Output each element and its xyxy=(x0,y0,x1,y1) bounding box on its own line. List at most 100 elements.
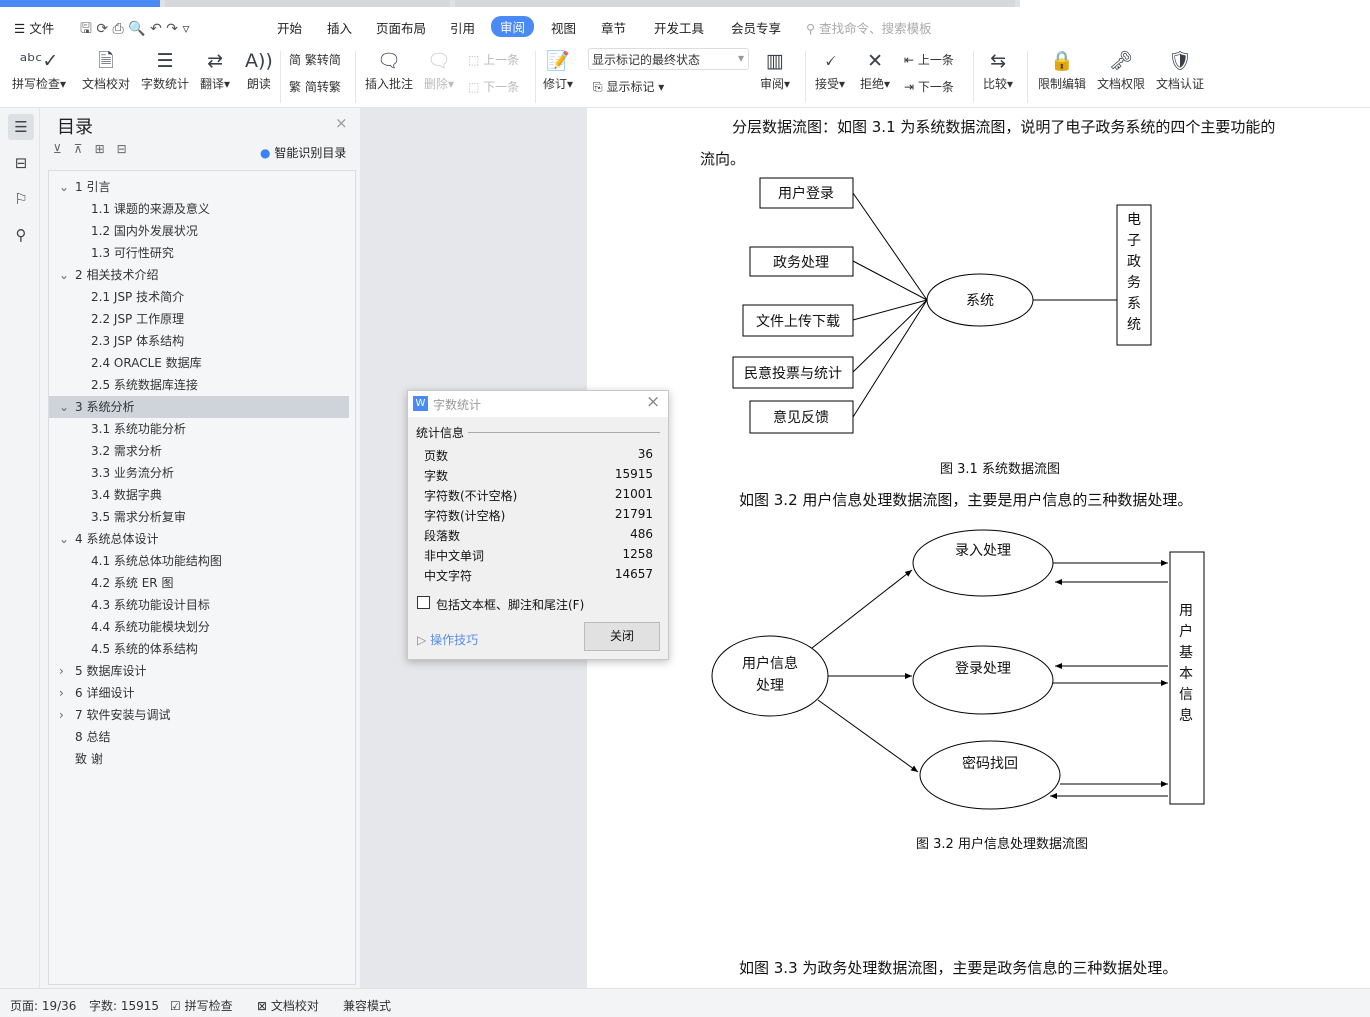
toc-item[interactable]: ⌄1 引言 xyxy=(49,176,349,198)
toc-item[interactable]: ›7 软件安装与调试 xyxy=(49,704,349,726)
file-menu[interactable]: ☰ 文件 xyxy=(14,21,55,36)
toc-item[interactable]: 3.4 数据字典 xyxy=(49,484,349,506)
toc-item[interactable]: ⌄ 4 系统总体设计 xyxy=(49,528,349,550)
word-count-status[interactable]: 字数: 15915 xyxy=(89,999,160,1013)
tab-developer[interactable]: 开发工具 xyxy=(654,21,705,36)
chevron-down-icon[interactable]: ⌄ xyxy=(59,268,70,282)
tab-member[interactable]: 会员专享 xyxy=(731,21,782,36)
accept-button[interactable]: 🗸接受▾ xyxy=(815,47,845,92)
word-count-button[interactable]: ☰字数统计 xyxy=(141,47,189,92)
toc-item-label: 4 系统总体设计 xyxy=(75,532,159,546)
toc-item[interactable]: 4.1 系统总体功能结构图 xyxy=(49,550,349,572)
doc-certify-button[interactable]: 🛡文档认证 xyxy=(1156,47,1204,92)
toc-item[interactable]: 1.1 课题的来源及意义 xyxy=(49,198,349,220)
toc-item[interactable]: 3.1 系统功能分析 xyxy=(49,418,349,440)
insert-comment-button[interactable]: 🗨插入批注 xyxy=(365,47,413,92)
doc-permission-button[interactable]: 🗝文档权限 xyxy=(1097,47,1145,92)
trad-to-simp-button[interactable]: 简 繁转简 xyxy=(289,51,341,68)
bookmark-icon[interactable]: ⚐ xyxy=(14,190,28,208)
next-change-button[interactable]: ⇥ 下一条 xyxy=(904,78,954,95)
tips-link[interactable]: ▷ 操作技巧 xyxy=(417,631,478,648)
toc-item[interactable]: ›5 数据库设计 xyxy=(49,660,349,682)
show-markup-button[interactable]: ⎘ 显示标记 ▾ xyxy=(593,80,665,94)
outline-icon[interactable]: ⊟ xyxy=(14,154,28,172)
toc-item[interactable]: 2.1 JSP 技术简介 xyxy=(49,286,349,308)
spell-check-status[interactable]: ☑ 拼写检查 xyxy=(170,997,233,1014)
toc-item[interactable]: 4.2 系统 ER 图 xyxy=(49,572,349,594)
chevron-down-icon[interactable]: ⌄ xyxy=(59,400,70,414)
doc-tab[interactable] xyxy=(0,0,160,7)
toc-item[interactable]: ⌄2 相关技术介绍 xyxy=(49,264,349,286)
close-icon[interactable]: × xyxy=(335,114,348,132)
next-comment-button[interactable]: ⬚ 下一条 xyxy=(468,78,519,95)
spell-check-button[interactable]: ᵃᵇᶜ✓拼写检查▾ xyxy=(12,47,66,92)
chevron-right-icon[interactable]: › xyxy=(59,664,64,678)
toc-level-buttons[interactable]: ⊻⊼⊞⊟ xyxy=(53,142,139,156)
tab-review[interactable]: 审阅 xyxy=(491,16,535,37)
translate-button[interactable]: ⇄翻译▾ xyxy=(200,47,230,92)
toc-item[interactable]: 致 谢 xyxy=(49,748,349,770)
smart-toc-button[interactable]: ● 智能识别目录 xyxy=(260,144,346,161)
toc-item[interactable]: 2.3 JSP 体系结构 xyxy=(49,330,349,352)
page-indicator[interactable]: 页面: 19/36 xyxy=(10,999,77,1013)
label: 删除 xyxy=(424,77,449,91)
doc-tab-active[interactable] xyxy=(1020,0,1370,7)
reject-button[interactable]: ✕拒绝▾ xyxy=(860,47,890,92)
chevron-down-icon[interactable]: ⌄ xyxy=(59,532,70,546)
toc-item[interactable]: 4.5 系统的体系结构 xyxy=(49,638,349,660)
doc-tab[interactable] xyxy=(165,0,450,7)
divider xyxy=(973,51,974,103)
toc-item[interactable]: 3.5 需求分析复审 xyxy=(49,506,349,528)
chevron-right-icon[interactable]: › xyxy=(59,708,64,722)
include-textbox-checkbox[interactable] xyxy=(417,596,430,609)
chevron-right-icon[interactable]: › xyxy=(59,686,64,700)
quick-access-icons[interactable]: 🖫 ⟳ ⎙ 🔍 ↶ ↷ ▿ xyxy=(80,21,190,37)
command-search[interactable]: ⚲ 查找命令、搜索模板 xyxy=(806,18,932,37)
doc-tab[interactable] xyxy=(455,0,1015,7)
markup-state-select[interactable]: 显示标记的最终状态▾ xyxy=(588,48,749,70)
review-pane-button[interactable]: ▥审阅▾ xyxy=(760,47,790,92)
chevron-down-icon[interactable]: ⌄ xyxy=(59,180,70,194)
toc-item[interactable]: 4.3 系统功能设计目标 xyxy=(49,594,349,616)
fig1-vert-char: 系 xyxy=(1127,296,1141,312)
tab-layout[interactable]: 页面布局 xyxy=(376,21,427,36)
close-button[interactable]: 关闭 xyxy=(584,622,660,651)
word-count-icon: ☰ xyxy=(156,50,174,72)
close-icon[interactable]: × xyxy=(646,392,661,412)
proofread-status[interactable]: ⊠ 文档校对 xyxy=(257,997,319,1014)
toc-item[interactable]: 4.4 系统功能模块划分 xyxy=(49,616,349,638)
label: 接受 xyxy=(815,77,840,91)
toc-item[interactable]: 2.2 JSP 工作原理 xyxy=(49,308,349,330)
tab-section[interactable]: 章节 xyxy=(601,21,627,36)
tab-home[interactable]: 开始 xyxy=(277,21,303,36)
toc-item[interactable]: ⌄3 系统分析 xyxy=(49,396,349,418)
tab-view[interactable]: 视图 xyxy=(551,21,577,36)
simp-to-trad-button[interactable]: 繁 简转繁 xyxy=(289,78,341,95)
toc-item[interactable]: 8 总结 xyxy=(49,726,349,748)
toc-item[interactable]: 3.2 需求分析 xyxy=(49,440,349,462)
prev-change-button[interactable]: ⇤ 上一条 xyxy=(904,51,954,68)
stat-row: 字符数(不计空格)21001 xyxy=(424,487,653,504)
read-aloud-button[interactable]: A))朗读 xyxy=(245,47,273,92)
toc-item[interactable]: ›6 详细设计 xyxy=(49,682,349,704)
toc-item[interactable]: 3.3 业务流分析 xyxy=(49,462,349,484)
restrict-edit-button[interactable]: 🔒限制编辑 xyxy=(1038,47,1086,92)
search-icon[interactable]: ⚲ xyxy=(15,226,27,244)
prev-comment-button[interactable]: ⬚ 上一条 xyxy=(468,51,519,68)
fig2-vert-char: 基 xyxy=(1179,644,1193,661)
toc-item[interactable]: 1.2 国内外发展状况 xyxy=(49,220,349,242)
left-toolbar: ☰ ⊟ ⚐ ⚲ xyxy=(0,108,40,988)
document-page: 分层数据流图：如图 3.1 为系统数据流图，说明了电子政务系统的四个主要功能的 … xyxy=(587,108,1370,988)
proofread-button[interactable]: 🗎文档校对 xyxy=(82,47,130,92)
toc-icon[interactable]: ☰ xyxy=(8,114,34,140)
track-changes-button[interactable]: 📝修订▾ xyxy=(543,47,573,92)
toc-item[interactable]: 2.4 ORACLE 数据库 xyxy=(49,352,349,374)
toc-item-label: 1.1 课题的来源及意义 xyxy=(91,202,210,216)
compat-mode: 兼容模式 xyxy=(343,999,392,1013)
delete-comment-button[interactable]: 🗨删除▾ xyxy=(424,47,454,92)
toc-item[interactable]: 2.5 系统数据库连接 xyxy=(49,374,349,396)
tab-references[interactable]: 引用 xyxy=(450,21,476,36)
compare-button[interactable]: ⇆比较▾ xyxy=(983,47,1013,92)
toc-item[interactable]: 1.3 可行性研究 xyxy=(49,242,349,264)
tab-insert[interactable]: 插入 xyxy=(327,21,353,36)
